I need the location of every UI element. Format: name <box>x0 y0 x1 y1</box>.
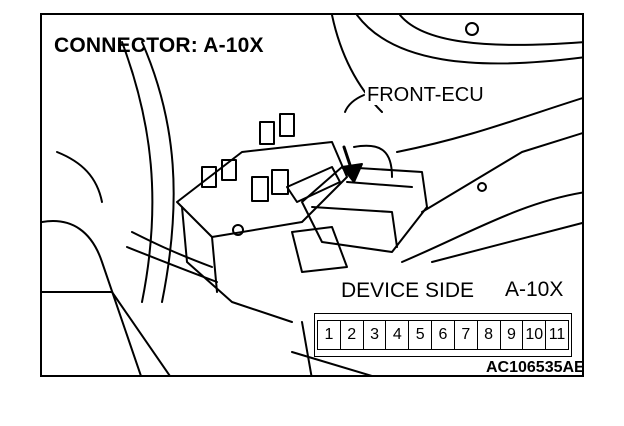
connector-pin-2: 2 <box>341 321 364 349</box>
diagram-frame: CONNECTOR: A-10X FRONT-ECU DEVICE SIDE A… <box>40 13 584 377</box>
connector-pin-4: 4 <box>386 321 410 349</box>
figure-code: AC106535AE <box>486 359 584 376</box>
connector-id-label: A-10X <box>503 278 566 301</box>
connector-pin-7: 7 <box>455 321 478 349</box>
connector-pin-1: 1 <box>318 321 341 349</box>
connector-pin-8: 8 <box>478 321 501 349</box>
connector-pin-11: 11 <box>548 326 566 343</box>
front-ecu-callout: FRONT-ECU <box>365 84 486 106</box>
connector-pin-5: 5 <box>409 321 433 349</box>
engine-bay-illustration <box>42 15 582 375</box>
connector-pin-3: 3 <box>364 321 387 349</box>
connector-pin-6: 6 <box>432 321 455 349</box>
device-side-label: DEVICE SIDE <box>339 279 477 302</box>
connector-pin-10: 10 <box>523 321 547 349</box>
connector-pin-9: 9 <box>501 321 524 349</box>
connector-title: CONNECTOR: A-10X <box>54 34 264 57</box>
